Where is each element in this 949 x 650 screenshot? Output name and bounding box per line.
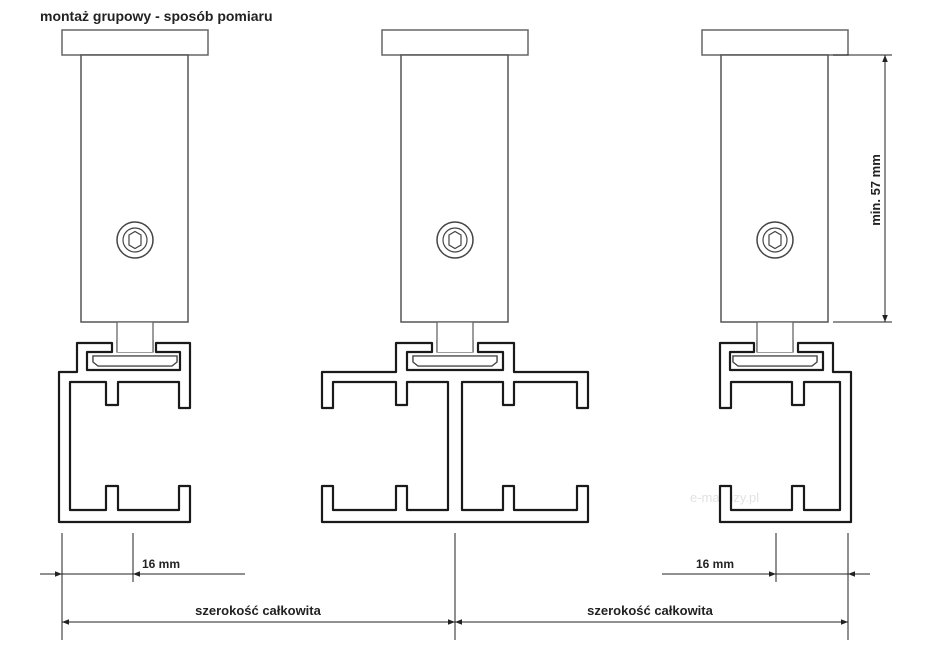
offset-left-label: 16 mm [142,557,180,571]
left-profile [57,341,192,524]
total-width-left-label: szerokość całkowita [195,603,321,618]
offset-right-label: 16 mm [696,557,734,571]
left-bracket [61,29,209,367]
middle-double-profile [320,341,590,524]
diagram-title: montaż grupowy - sposób pomiaru [40,8,273,24]
min-height-label: min. 57 mm [868,154,883,226]
right-slider [732,340,818,367]
middle-slider [412,340,498,367]
right-bracket [701,29,849,367]
middle-bracket [381,29,529,367]
left-slider [92,340,178,367]
total-width-right-label: szerokość całkowita [587,603,713,618]
dimension-lines [40,55,888,625]
